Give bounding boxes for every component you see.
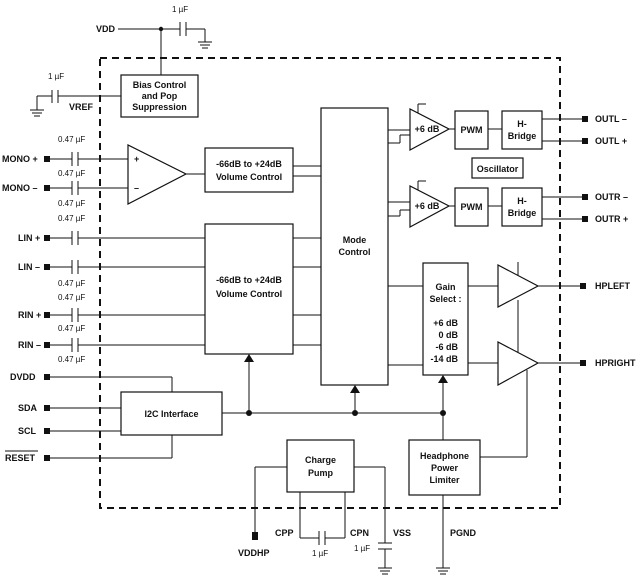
gain-option: +6 dB [433,318,458,328]
mono-vol-label-1: -66dB to +24dB [216,159,282,169]
cpp-pin-label: CPP [275,528,294,538]
cap-label-7: 0.47 µF [58,324,85,333]
outl-minus-label: OUTL – [595,114,627,124]
reset-pin-label: RESET [5,453,36,463]
vss-cap-label: 1 µF [354,544,370,553]
oscillator-label: Oscillator [477,164,519,174]
pwm-left-label: PWM [461,125,483,135]
vdd-cap-label: 1 µF [172,5,188,14]
dvdd-pin-label: DVDD [10,372,36,382]
hpright-pin-label: HPRIGHT [595,358,636,368]
sda-pin-label: SDA [18,403,38,413]
h-bridge-left-block [501,110,543,150]
amp-gain-left-label: +6 dB [415,124,440,134]
mode-label-1: Mode [343,235,367,245]
oscillator-block [471,157,524,179]
left-speaker-preamp [409,108,451,152]
hbridge-right-label-1: H- [517,196,527,206]
charge-pump-block [286,439,355,493]
charge-pump-label-1: Charge [305,455,336,465]
pgnd-pin-label: PGND [450,528,477,538]
vdd-pin-label: VDD [96,24,116,34]
mode-control-block [320,107,389,386]
stereo-volume-control-block [204,223,294,355]
cap-label-4: 0.47 µF [58,214,85,223]
hpl-label-3: Limiter [429,475,460,485]
cap-label-5: 0.47 µF [58,279,85,288]
headphone-power-limiter-block [408,439,481,496]
bias-label-2: and Pop [142,91,178,101]
rin-plus-label: RIN + [18,310,41,320]
bias-label-3: Suppression [132,102,187,112]
gain-option: -14 dB [430,354,458,364]
gain-select-block [422,262,469,376]
amp-gain-right-label: +6 dB [415,201,440,211]
pwm-left-block [454,110,489,150]
cpn-pin-label: CPN [350,528,369,538]
lin-minus-label: LIN – [18,262,40,272]
bias-label-1: Bias Control [133,80,187,90]
hbridge-right-label-2: Bridge [508,208,537,218]
vddhp-pin-label: VDDHP [238,548,270,558]
op-plus-label: + [134,154,139,164]
cap-label-8: 0.47 µF [58,355,85,364]
stereo-vol-label-2: Volume Control [216,289,282,299]
hp-right-amplifier [497,341,540,387]
stereo-vol-label-1: -66dB to +24dB [216,275,282,285]
hpl-label-1: Headphone [420,451,469,461]
scl-pin-label: SCL [18,426,37,436]
vref-pin-label: VREF [69,102,94,112]
hpl-label-2: Power [431,463,459,473]
mono-input-amplifier [127,144,188,205]
vref-cap-label: 1 µF [48,72,64,81]
i2c-label: I2C Interface [144,409,198,419]
rin-minus-label: RIN – [18,340,41,350]
gain-option: -6 dB [436,342,459,352]
cap-label-2: 0.47 µF [58,169,85,178]
hbridge-left-label-1: H- [517,119,527,129]
gain-option: 0 dB [438,330,458,340]
pwm-right-block [454,187,489,227]
bias-control-block [120,74,199,118]
cap-label-1: 0.47 µF [58,135,85,144]
hbridge-left-label-2: Bridge [508,131,537,141]
mono-plus-label: MONO + [2,154,38,164]
mono-vol-label-2: Volume Control [216,172,282,182]
outr-plus-label: OUTR + [595,214,628,224]
mono-minus-label: MONO – [2,183,38,193]
hp-left-amplifier [497,264,540,308]
h-bridge-right-block [501,187,543,227]
right-speaker-preamp [409,185,451,229]
vss-pin-label: VSS [393,528,411,538]
mode-label-2: Control [339,247,371,257]
gain-label-2: Select : [429,294,461,304]
mono-volume-control-block [204,147,294,193]
gain-label-1: Gain [435,282,455,292]
pwm-right-label: PWM [461,202,483,212]
outl-plus-label: OUTL + [595,136,627,146]
charge-pump-label-2: Pump [308,468,334,478]
hpleft-pin-label: HPLEFT [595,281,631,291]
cap-label-6: 0.47 µF [58,293,85,302]
outr-minus-label: OUTR – [595,192,628,202]
cp-cap-label: 1 µF [312,549,328,558]
cap-label-3: 0.47 µF [58,199,85,208]
lin-plus-label: LIN + [18,233,40,243]
chip-boundary [99,57,561,509]
op-minus-label: – [134,183,139,193]
